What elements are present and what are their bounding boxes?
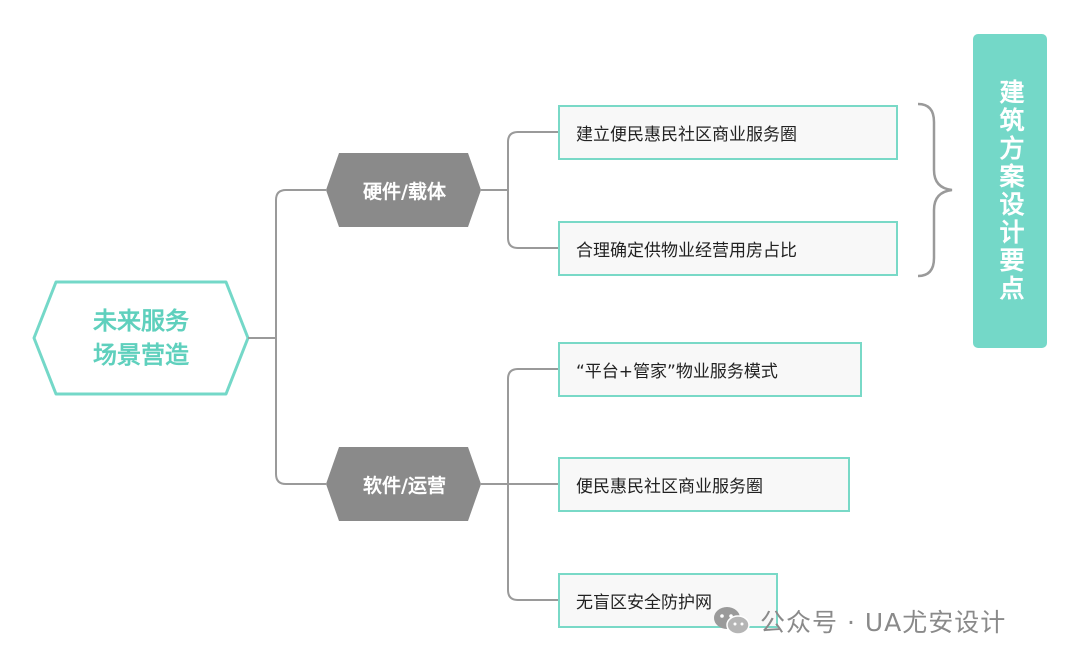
connector-software-leaf-1: [507, 368, 558, 484]
watermark-text: 公众号 · UA尤安设计: [760, 608, 1007, 637]
curly-brace: [917, 102, 953, 278]
connector-hardware-leaf-2: [507, 190, 558, 249]
branch-node-software: 软件/运营: [326, 447, 483, 521]
leaf-label: 无盲区安全防护网: [576, 593, 712, 613]
root-label-line1: 未来服务: [93, 307, 189, 335]
side-banner-label: 建筑方案设计要点: [996, 79, 1025, 303]
leaf-node: 建立便民惠民社区商业服务圈: [558, 105, 898, 160]
leaf-label: 合理确定供物业经营用房占比: [576, 241, 797, 261]
root-node-shape: [32, 280, 250, 396]
watermark: 公众号 · UA尤安设计: [712, 601, 1006, 641]
connector-software-leaf-3: [507, 484, 558, 601]
software-node-shape: [326, 447, 481, 521]
hardware-node-shape: [326, 153, 481, 227]
root-node: 未来服务 场景营造: [34, 282, 248, 394]
side-banner: 建筑方案设计要点: [973, 34, 1047, 348]
connector-root-to-hardware: [275, 189, 326, 338]
leaf-node: 合理确定供物业经营用房占比: [558, 221, 898, 276]
leaf-label: 建立便民惠民社区商业服务圈: [576, 125, 797, 145]
branch-label-software: 软件/运营: [363, 474, 446, 497]
leaf-label: 便民惠民社区商业服务圈: [576, 477, 763, 497]
connector-hardware-leaf-1: [507, 131, 558, 190]
leaf-node: 便民惠民社区商业服务圈: [558, 457, 850, 512]
root-label-line2: 场景营造: [93, 341, 189, 369]
leaf-node: “平台+管家”物业服务模式: [558, 342, 862, 397]
wechat-icon: [714, 607, 750, 635]
leaf-label: “平台+管家”物业服务模式: [576, 362, 778, 382]
branch-label-hardware: 硬件/载体: [363, 180, 446, 203]
branch-node-hardware: 硬件/载体: [326, 153, 483, 227]
connector-root-to-software: [275, 338, 326, 485]
leaf-node: 无盲区安全防护网: [558, 573, 778, 628]
